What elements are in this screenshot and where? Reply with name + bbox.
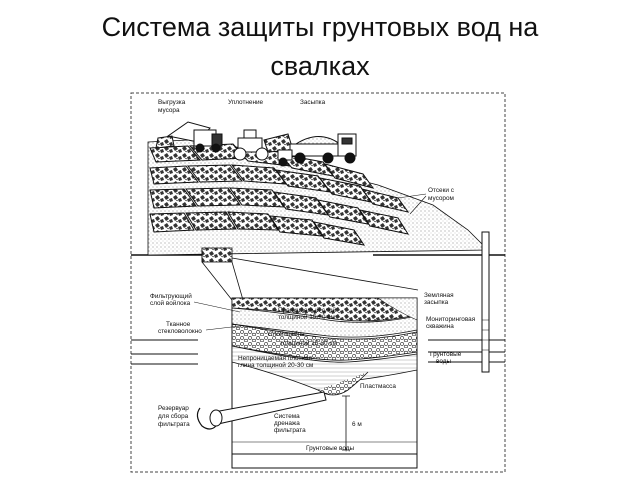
slide-title-line-2: свалках	[270, 51, 370, 81]
callout-lines	[201, 248, 244, 301]
label-depth: 6 м	[352, 421, 362, 428]
label-reservoir-3: фильтрата	[158, 421, 190, 428]
label-reservoir-1: Резервуар	[158, 405, 189, 412]
detail-section	[231, 297, 418, 469]
label-filter-felt-1: Фильтрующий	[150, 292, 192, 300]
landfill-diagram: Выгрузка мусора Уплотнение Засыпка Отсек…	[130, 92, 506, 473]
slide-title-line-1: Система защиты грунтовых вод на	[101, 12, 539, 42]
backfill-truck	[277, 133, 357, 167]
label-backfill: Засыпка	[300, 99, 326, 106]
label-gravel-1: Слой щебня	[268, 330, 305, 338]
groundwater-lines-right	[428, 339, 505, 363]
groundwater-lines-left	[131, 339, 198, 365]
truck-unloading	[155, 121, 223, 153]
label-drainage-3: фильтрата	[274, 427, 306, 434]
label-unloading-2: мусора	[158, 107, 180, 114]
label-permeable-2: толщиной 15-20 см	[278, 313, 335, 321]
label-groundwater-right-1: Грунтовые	[430, 351, 462, 358]
label-reservoir-2: для сбора	[158, 412, 189, 420]
diagram-frame	[130, 92, 506, 473]
label-drainage-1: Система	[274, 413, 300, 420]
label-earth-cover-1: Земляная	[424, 292, 454, 299]
label-plastic: Пластмасса	[360, 383, 396, 390]
leader-cells	[397, 193, 427, 215]
compactor-vehicle	[233, 129, 294, 161]
label-gravel-2: толщиной 15-20 см	[280, 339, 337, 347]
label-cells-1: Отсеки с	[428, 187, 455, 194]
label-compaction: Уплотнение	[228, 99, 264, 106]
slide-title: Система защиты грунтовых вод на свалках	[0, 8, 640, 86]
label-clay-2: глина толщиной 20-30 см	[238, 361, 313, 369]
label-groundwater-bottom: Грунтовые воды	[306, 445, 355, 452]
label-fiberglass-1: Тканное	[166, 321, 191, 328]
label-monitoring-2: скважина	[426, 323, 454, 330]
label-cells-2: мусором	[428, 195, 454, 202]
label-monitoring-1: Мониторинговая	[426, 316, 476, 323]
label-fiberglass-2: стекловолокно	[158, 328, 202, 335]
callout-source	[201, 247, 233, 263]
label-drainage-2: дренажа	[274, 420, 300, 427]
label-unloading-1: Выгрузка	[158, 99, 186, 106]
label-earth-cover-2: засыпка	[424, 299, 449, 306]
reservoir-hand	[196, 407, 217, 430]
label-permeable-1: Проницаемый слой	[278, 306, 336, 314]
label-clay-1: Непроницаемая плотная	[238, 355, 312, 362]
monitoring-well	[481, 231, 490, 373]
label-groundwater-right-2: воды	[436, 358, 451, 365]
label-filter-felt-2: слой войлока	[150, 299, 191, 307]
